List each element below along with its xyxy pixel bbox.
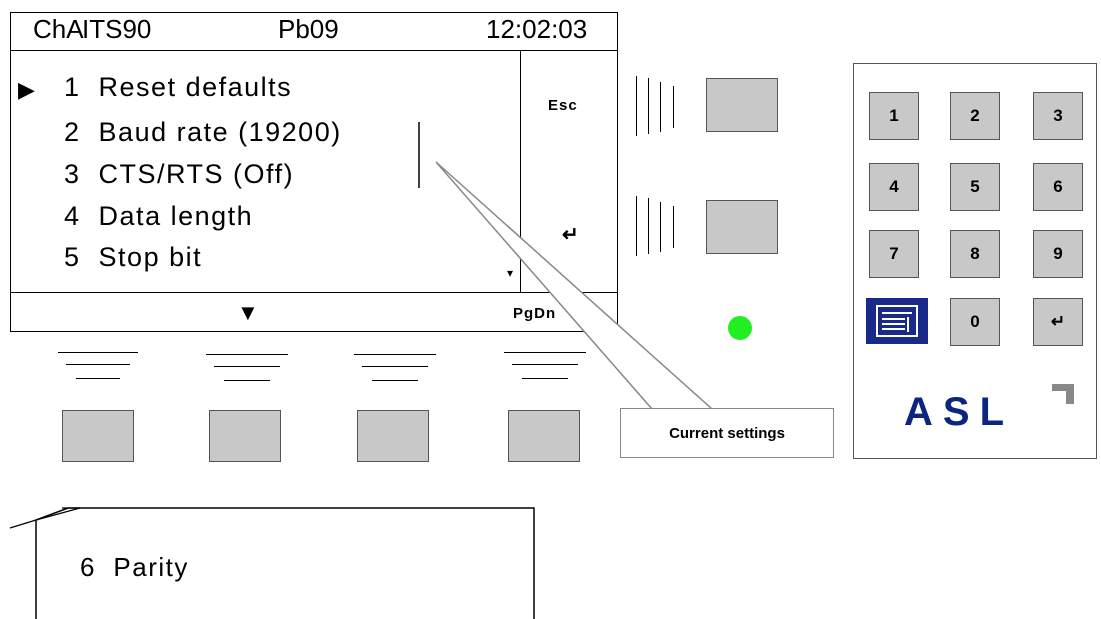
clock-label: 12:02:03 <box>486 14 588 44</box>
menu-item-stop-bit[interactable]: 5 Stop bit <box>64 241 202 273</box>
softkey-1-indicator <box>66 364 130 365</box>
menu-item-data-length[interactable]: 4 Data length <box>64 200 253 232</box>
keypad-key-7[interactable]: 7 <box>869 230 919 278</box>
keypad-panel <box>853 63 1097 459</box>
menu-item-label: Stop bit <box>98 242 203 272</box>
keypad-enter-key[interactable]: ↵ <box>1033 298 1083 346</box>
keypad-key-3[interactable]: 3 <box>1033 92 1083 140</box>
pgdn-label: PgDn <box>513 305 557 322</box>
side-key-indicator <box>660 82 667 132</box>
note-item-label: Parity <box>113 552 189 582</box>
softkey-3-indicator <box>362 366 428 367</box>
note-item-number: 6 <box>80 552 96 582</box>
logo-letter: L <box>979 390 1015 434</box>
side-key-indicator <box>636 196 643 256</box>
keypad-key-9[interactable]: 9 <box>1033 230 1083 278</box>
current-settings-callout: Current settings <box>620 408 834 458</box>
menu-item-number: 2 <box>64 117 81 147</box>
side-key-indicator <box>648 198 655 254</box>
softkey-4-indicator <box>522 378 568 379</box>
side-key-indicator <box>648 78 655 134</box>
channel-label: ChA <box>33 14 84 44</box>
logo-accent-icon <box>1052 384 1074 404</box>
softkey-enter-icon: ↵ <box>562 224 579 246</box>
menu-item-label: Baud rate (19200) <box>98 117 342 147</box>
scale-label: ITS90 <box>82 14 152 44</box>
menu-item-number: 3 <box>64 159 81 189</box>
softkey-2-indicator <box>214 366 280 367</box>
softkey-1-indicator <box>76 378 120 379</box>
menu-item-label: Data length <box>98 201 254 231</box>
menu-item-label: CTS/RTS (Off) <box>98 159 295 189</box>
keypad-menu-key[interactable] <box>866 298 928 344</box>
menu-list-icon <box>876 305 918 337</box>
keypad-key-1[interactable]: 1 <box>869 92 919 140</box>
menu-item-reset-defaults[interactable]: 1 Reset defaults <box>64 71 292 103</box>
scroll-down-icon: ▾ <box>507 266 514 280</box>
callout-label: Current settings <box>669 424 785 442</box>
logo-letter: A <box>904 390 943 434</box>
selection-marker-icon: ▶ <box>18 77 35 102</box>
keypad-key-0[interactable]: 0 <box>950 298 1000 346</box>
down-arrow-icon: ▼ <box>237 300 259 325</box>
probe-label: Pb09 <box>278 14 339 44</box>
bottom-bar-divider <box>10 292 618 293</box>
softkey-1-button[interactable] <box>62 410 134 462</box>
softkey-3-indicator <box>354 354 436 355</box>
keypad-key-4[interactable]: 4 <box>869 163 919 211</box>
keypad-key-5[interactable]: 5 <box>950 163 1000 211</box>
softkey-1-indicator <box>58 352 138 353</box>
softkey-esc-label: Esc <box>548 97 578 114</box>
side-key-esc-button[interactable] <box>706 78 778 132</box>
side-key-enter-button[interactable] <box>706 200 778 254</box>
softkey-column-divider <box>520 50 521 292</box>
softkey-3-button[interactable] <box>357 410 429 462</box>
softkey-4-indicator <box>504 352 586 353</box>
softkey-4-button[interactable] <box>508 410 580 462</box>
menu-item-number: 4 <box>64 201 81 231</box>
keypad-key-6[interactable]: 6 <box>1033 163 1083 211</box>
lcd-screen <box>10 12 618 332</box>
asl-logo: ASL <box>904 390 1014 435</box>
menu-item-label: Reset defaults <box>98 72 293 102</box>
keypad-key-8[interactable]: 8 <box>950 230 1000 278</box>
softkey-3-indicator <box>372 380 418 381</box>
note-item-parity: 6 Parity <box>80 552 189 583</box>
menu-item-number: 1 <box>64 72 81 102</box>
menu-item-baud-rate[interactable]: 2 Baud rate (19200) <box>64 116 342 148</box>
side-key-indicator <box>636 76 643 136</box>
softkey-2-indicator <box>206 354 288 355</box>
menu-item-number: 5 <box>64 242 81 272</box>
softkey-2-indicator <box>224 380 270 381</box>
status-led <box>728 316 752 340</box>
side-key-indicator <box>673 206 680 248</box>
menu-item-cts-rts[interactable]: 3 CTS/RTS (Off) <box>64 158 294 190</box>
header-divider <box>10 50 618 51</box>
logo-letter: S <box>942 390 980 434</box>
side-key-indicator <box>673 86 680 128</box>
keypad-key-2[interactable]: 2 <box>950 92 1000 140</box>
softkey-4-indicator <box>512 364 578 365</box>
side-key-indicator <box>660 202 667 252</box>
softkey-2-button[interactable] <box>209 410 281 462</box>
